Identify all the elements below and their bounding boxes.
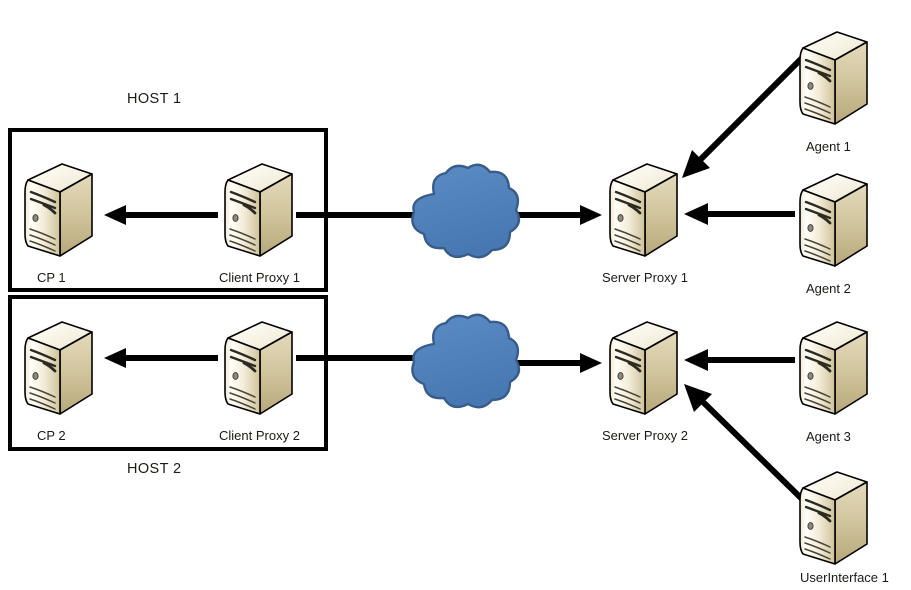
cp-1-label: CP 1 bbox=[37, 270, 66, 285]
host-group-boxes bbox=[8, 128, 328, 451]
server-proxy-2-icon[interactable] bbox=[608, 320, 679, 416]
agent-1-label: Agent 1 bbox=[806, 139, 851, 154]
server-proxy-2-label: Server Proxy 2 bbox=[602, 428, 688, 443]
client-proxy-1-label: Client Proxy 1 bbox=[219, 270, 300, 285]
host-2-label: HOST 2 bbox=[127, 461, 182, 477]
client-proxy-1-icon[interactable] bbox=[223, 162, 294, 258]
cloud-1-icon bbox=[411, 163, 521, 259]
conn-agent-2-to-server-proxy-1 bbox=[684, 203, 795, 225]
client-proxy-2-icon[interactable] bbox=[223, 320, 294, 416]
network-clouds bbox=[411, 163, 521, 409]
cp-2-label: CP 2 bbox=[37, 428, 66, 443]
conn-user-interface-1-to-server-proxy-2 bbox=[684, 384, 806, 503]
agent-3-icon[interactable] bbox=[798, 320, 869, 416]
host-2-box bbox=[8, 295, 328, 451]
server-proxy-1-icon[interactable] bbox=[608, 162, 679, 258]
client-proxy-2-label: Client Proxy 2 bbox=[219, 428, 300, 443]
host-1-box bbox=[8, 128, 328, 292]
agent-2-label: Agent 2 bbox=[806, 281, 851, 296]
host-1-label: HOST 1 bbox=[127, 91, 182, 107]
connections bbox=[104, 55, 806, 503]
conn-client-proxy-1-to-cp-1 bbox=[104, 205, 218, 225]
agent-3-label: Agent 3 bbox=[806, 429, 851, 444]
conn-agent-1-to-server-proxy-1 bbox=[682, 55, 805, 178]
conn-agent-3-to-server-proxy-2 bbox=[684, 349, 795, 371]
user-interface-1-icon[interactable] bbox=[798, 470, 869, 566]
cp-1-icon[interactable] bbox=[23, 162, 94, 258]
agent-2-icon[interactable] bbox=[798, 172, 869, 268]
cloud-2-icon bbox=[411, 313, 521, 409]
cp-2-icon[interactable] bbox=[23, 320, 94, 416]
agent-1-icon[interactable] bbox=[798, 30, 869, 126]
conn-client-proxy-2-to-cp-2 bbox=[104, 348, 218, 368]
server-proxy-1-label: Server Proxy 1 bbox=[602, 270, 688, 285]
user-interface-1-label: UserInterface 1 bbox=[800, 570, 889, 585]
